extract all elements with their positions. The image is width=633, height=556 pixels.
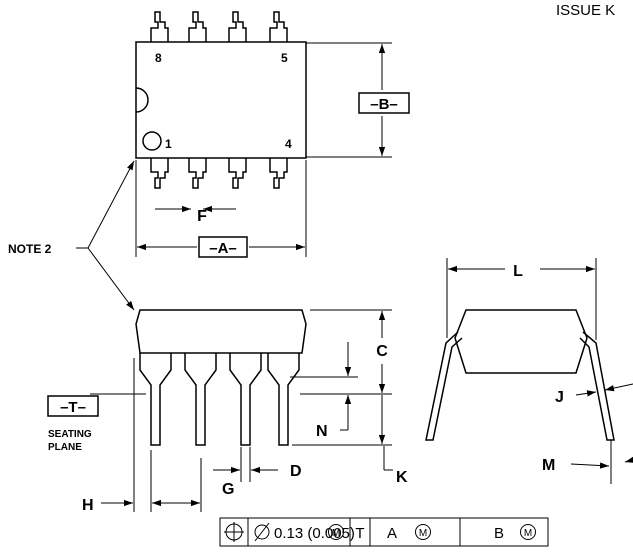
tolerance-value: 0.13 (0.005) [274,525,355,542]
top-pin-5 [269,11,288,42]
side-lead-2 [184,353,217,446]
dim-a [135,160,307,258]
pin-8-label: 8 [155,51,162,65]
dim-l [446,258,597,340]
datum-b: –B– [370,96,398,113]
top-view [135,11,307,189]
datum-t: –T– [60,399,86,416]
top-pin-8 [150,11,169,42]
datum-a: –A– [209,240,237,257]
end-lead-left [425,331,463,441]
dim-n-label: N [316,423,328,440]
pin-5-label: 5 [281,51,288,65]
mmc-symbol-1: M [332,528,340,539]
mmc-symbol-3: M [524,528,532,539]
dim-g-label: G [222,481,234,498]
seating-label-1: SEATING [48,429,92,440]
side-lead-4 [267,353,300,446]
dim-c-label: C [376,343,388,360]
dim-f-label: F [197,208,207,225]
top-pin-7 [188,11,207,42]
pin-4-label: 4 [285,137,292,151]
dim-d [213,447,278,482]
dim-h-g [101,358,202,512]
end-view-body [454,309,588,374]
pin1-notch [135,87,149,113]
tolerance-frame [219,517,549,547]
bottom-pin-1 [150,158,169,189]
dim-m [570,440,633,484]
dim-h-label: H [82,497,94,514]
dim-c-n-k [290,309,393,471]
dim-k-label: K [396,469,408,486]
dim-j-label: J [555,389,564,406]
issue-label: ISSUE K [556,2,616,19]
side-lead-1 [139,353,172,446]
seating-label-2: PLANE [48,442,82,453]
dim-b [306,42,410,158]
seating-plane [47,393,146,417]
note-2-leaders [76,160,135,311]
end-lead-right [579,331,615,441]
end-view [425,309,615,441]
dim-d-label: D [290,463,302,480]
datum-ref-a: A [387,525,397,542]
bottom-pin-3 [228,158,247,189]
datum-ref-b: B [494,525,504,542]
datum-ref-t: T [355,525,364,542]
note-2-label: NOTE 2 [8,242,52,256]
bottom-pin-4 [269,158,288,189]
diameter-symbol-icon [254,524,270,540]
side-view-body [135,309,307,354]
mmc-symbol-2: M [419,528,427,539]
side-view [135,309,307,446]
dim-l-label: L [513,263,523,280]
dim-j [575,383,633,397]
pin1-dot [142,131,162,151]
top-pin-6 [228,11,247,42]
bottom-pin-2 [188,158,207,189]
top-view-body [135,41,307,159]
dim-m-label: M [542,457,555,474]
pin-1-label: 1 [165,137,172,151]
side-lead-3 [229,353,262,446]
